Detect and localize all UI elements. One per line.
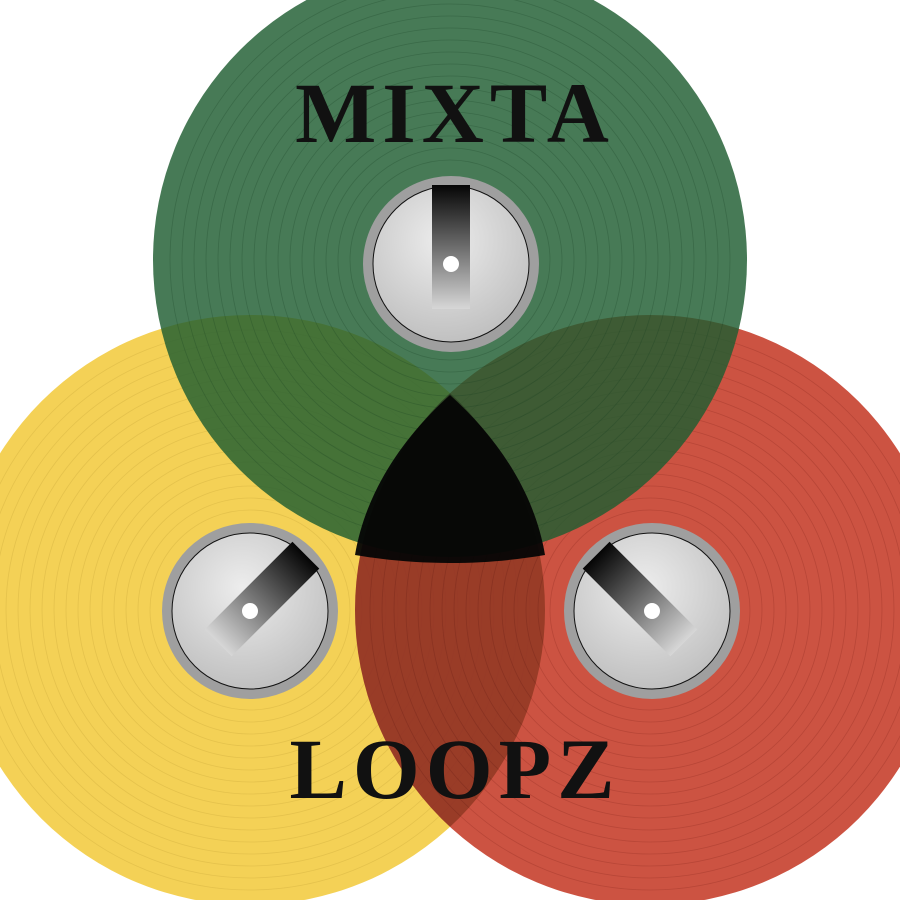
center-overlap xyxy=(355,395,545,563)
record-overlaps xyxy=(355,315,545,900)
record-groove xyxy=(149,509,351,711)
logo-bottom-word: LOOPZ xyxy=(289,721,620,817)
record-groove xyxy=(537,497,763,723)
red-record-label xyxy=(564,523,740,699)
record-groove xyxy=(325,135,575,385)
yellow-record-label xyxy=(161,523,338,699)
record-groove xyxy=(525,485,775,735)
record-groove xyxy=(549,509,751,711)
record-groove xyxy=(349,159,551,361)
logo-top-word: MIXTA xyxy=(295,65,615,161)
record-groove xyxy=(337,147,563,373)
green-record-label xyxy=(363,176,539,352)
